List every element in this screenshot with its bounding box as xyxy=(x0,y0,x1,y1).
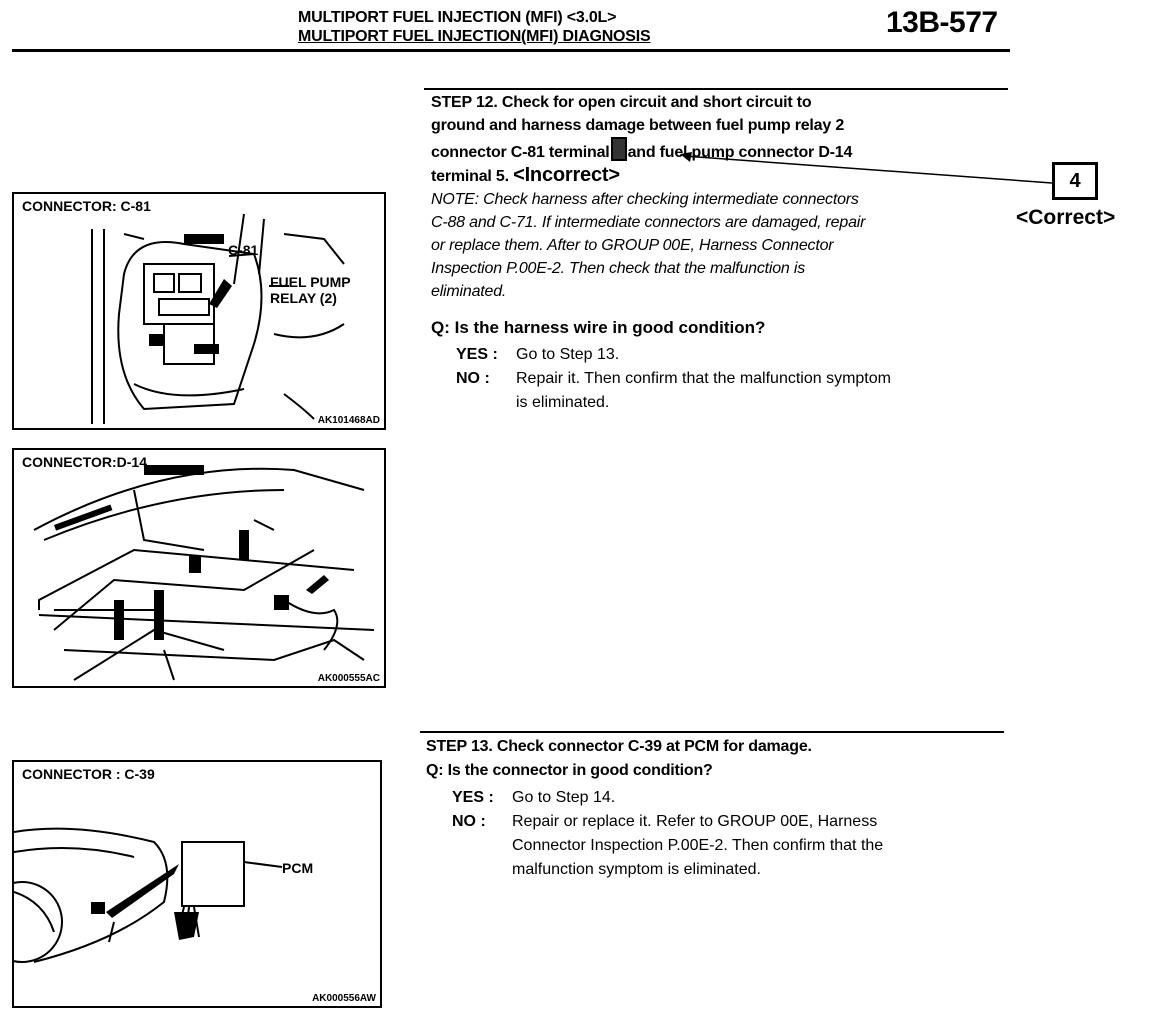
fig1-relay-line1: FUEL PUMP xyxy=(270,274,351,290)
fig2-id: AK000555AC xyxy=(317,673,380,684)
step13-answers: YES : Go to Step 14. NO : Repair or repl… xyxy=(452,786,883,882)
no-line: is eliminated. xyxy=(516,394,610,411)
fig1-label: CONNECTOR: C-81 xyxy=(22,198,151,214)
note-line: or replace them. After to GROUP 00E, Har… xyxy=(431,237,834,254)
step12-note: NOTE: Check harness after checking inter… xyxy=(431,188,1021,303)
no-text: Repair or replace it. Refer to GROUP 00E… xyxy=(512,810,883,882)
note-line: C-88 and C-71. If intermediate connector… xyxy=(431,214,866,231)
step12-line2: ground and harness damage between fuel p… xyxy=(431,117,845,134)
yes-text: Go to Step 14. xyxy=(512,789,616,806)
fig1-callout-c81: C-81 xyxy=(228,242,259,258)
fig1-drawing xyxy=(91,213,345,424)
header-rule xyxy=(12,49,1010,52)
no-line: Repair it. Then confirm that the malfunc… xyxy=(516,370,891,387)
no-line: malfunction symptom is eliminated. xyxy=(512,861,761,878)
no-line: Repair or replace it. Refer to GROUP 00E… xyxy=(512,813,878,830)
fig3-label: CONNECTOR : C-39 xyxy=(22,766,155,782)
header-title-line1: MULTIPORT FUEL INJECTION (MFI) <3.0L> xyxy=(298,9,617,26)
step13-no: NO : Repair or replace it. Refer to GROU… xyxy=(452,810,883,882)
header-title-line2: MULTIPORT FUEL INJECTION(MFI) DIAGNOSIS xyxy=(298,28,651,45)
yes-key: YES : xyxy=(456,346,498,363)
annotation-box: 4 xyxy=(1052,162,1098,200)
no-line: Connector Inspection P.00E-2. Then confi… xyxy=(512,837,884,854)
incorrect-annotation: <Incorrect> xyxy=(513,164,620,186)
fig3-id: AK000556AW xyxy=(312,993,376,1004)
note-line: NOTE: Check harness after checking inter… xyxy=(431,191,859,208)
header-title: MULTIPORT FUEL INJECTION (MFI) <3.0L> MU… xyxy=(298,8,651,46)
figure-connector-c39: CONNECTOR : C-39 PCM AK000556AW xyxy=(12,760,382,1008)
step12-line1: STEP 12. Check for open circuit and shor… xyxy=(431,94,812,111)
fig3-drawing xyxy=(14,827,283,963)
correct-annotation: <Correct> xyxy=(1016,206,1116,229)
step13-line1: STEP 13. Check connector C-39 at PCM for… xyxy=(426,738,812,755)
step13-yes: YES : Go to Step 14. xyxy=(452,786,883,810)
fig2-drawing xyxy=(33,465,375,681)
no-text: Repair it. Then confirm that the malfunc… xyxy=(516,367,891,415)
step12-block: STEP 12. Check for open circuit and shor… xyxy=(431,91,1021,303)
step13-question: Q: Is the connector in good condition? xyxy=(426,762,713,779)
terminal-highlight-box xyxy=(610,137,627,161)
step12-no: NO : Repair it. Then confirm that the ma… xyxy=(456,367,891,415)
step12-line4-text: terminal 5. xyxy=(431,168,509,185)
note-line: Inspection P.00E-2. Then check that the … xyxy=(431,260,806,277)
page-number: 13B-577 xyxy=(886,6,998,39)
fig1-relay-line2: RELAY (2) xyxy=(270,290,337,306)
yes-key: YES : xyxy=(452,789,494,806)
no-key: NO : xyxy=(456,370,490,387)
fig1-callout-relay: FUEL PUMP RELAY (2) xyxy=(270,274,351,306)
step12-line4: terminal 5. <Incorrect> xyxy=(431,164,1021,188)
step12-question: Q: Is the harness wire in good condition… xyxy=(431,318,766,337)
yes-text: Go to Step 13. xyxy=(516,346,620,363)
fig3-callout-pcm: PCM xyxy=(282,860,314,876)
figure-connector-c81: CONNECTOR: C-81 C-81 FUEL PUMP RELAY (2)… xyxy=(12,192,386,430)
fig2-label: CONNECTOR:D-14 xyxy=(22,454,147,470)
step13-rule xyxy=(420,731,1004,733)
no-key: NO : xyxy=(452,813,486,830)
figure-connector-d14: CONNECTOR:D-14 AK000555AC xyxy=(12,448,386,688)
annotation-pointer-line xyxy=(680,152,1053,184)
fig1-id: AK101468AD xyxy=(317,415,380,426)
step12-rule xyxy=(424,88,1008,90)
step12-yes: YES : Go to Step 13. xyxy=(456,343,891,367)
note-line: eliminated. xyxy=(431,283,507,300)
step12-line3a: connector C-81 terminal xyxy=(431,144,610,161)
step12-answers: YES : Go to Step 13. NO : Repair it. The… xyxy=(456,343,891,415)
